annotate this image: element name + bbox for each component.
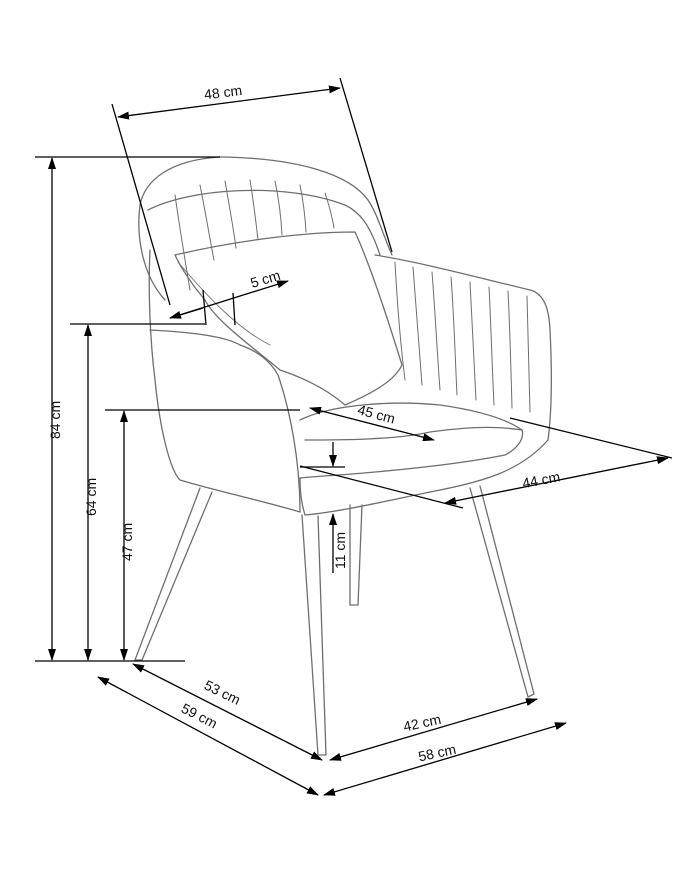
label-total-width: 58 cm (417, 741, 458, 765)
dim-line-seat-depth (309, 406, 435, 442)
label-legs-width: 42 cm (402, 711, 443, 735)
leg-front-right (301, 514, 327, 756)
label-total-height: 84 cm (47, 401, 63, 439)
label-seat-height: 47 cm (119, 523, 135, 561)
label-seat-thickness: 11 cm (332, 532, 348, 569)
leg-back-left (349, 504, 363, 606)
seat-cushion (299, 402, 524, 479)
dim-line-backrest-width (117, 85, 341, 120)
right-armrest (374, 254, 552, 441)
label-backrest-width: 48 cm (203, 82, 243, 103)
dim-line-legs-depth (132, 663, 323, 761)
chair-outline (134, 156, 552, 756)
label-backrest-thickness: 5 cm (248, 267, 282, 291)
dimension-lines (35, 77, 673, 796)
leg-back-right (469, 485, 535, 698)
pillow (174, 231, 403, 406)
dim-line-seat-width (444, 456, 669, 505)
leg-front-left (134, 487, 213, 661)
armrest-channels (394, 261, 531, 413)
left-armrest (148, 249, 301, 513)
label-seat-depth: 45 cm (356, 401, 397, 426)
dim-line-total-width (323, 722, 567, 796)
label-seat-width: 44 cm (521, 468, 561, 491)
backrest-channels (174, 179, 335, 291)
label-armrest-height: 64 cm (83, 478, 99, 516)
dim-line-total-depth (97, 676, 319, 796)
label-legs-depth: 53 cm (202, 677, 243, 708)
